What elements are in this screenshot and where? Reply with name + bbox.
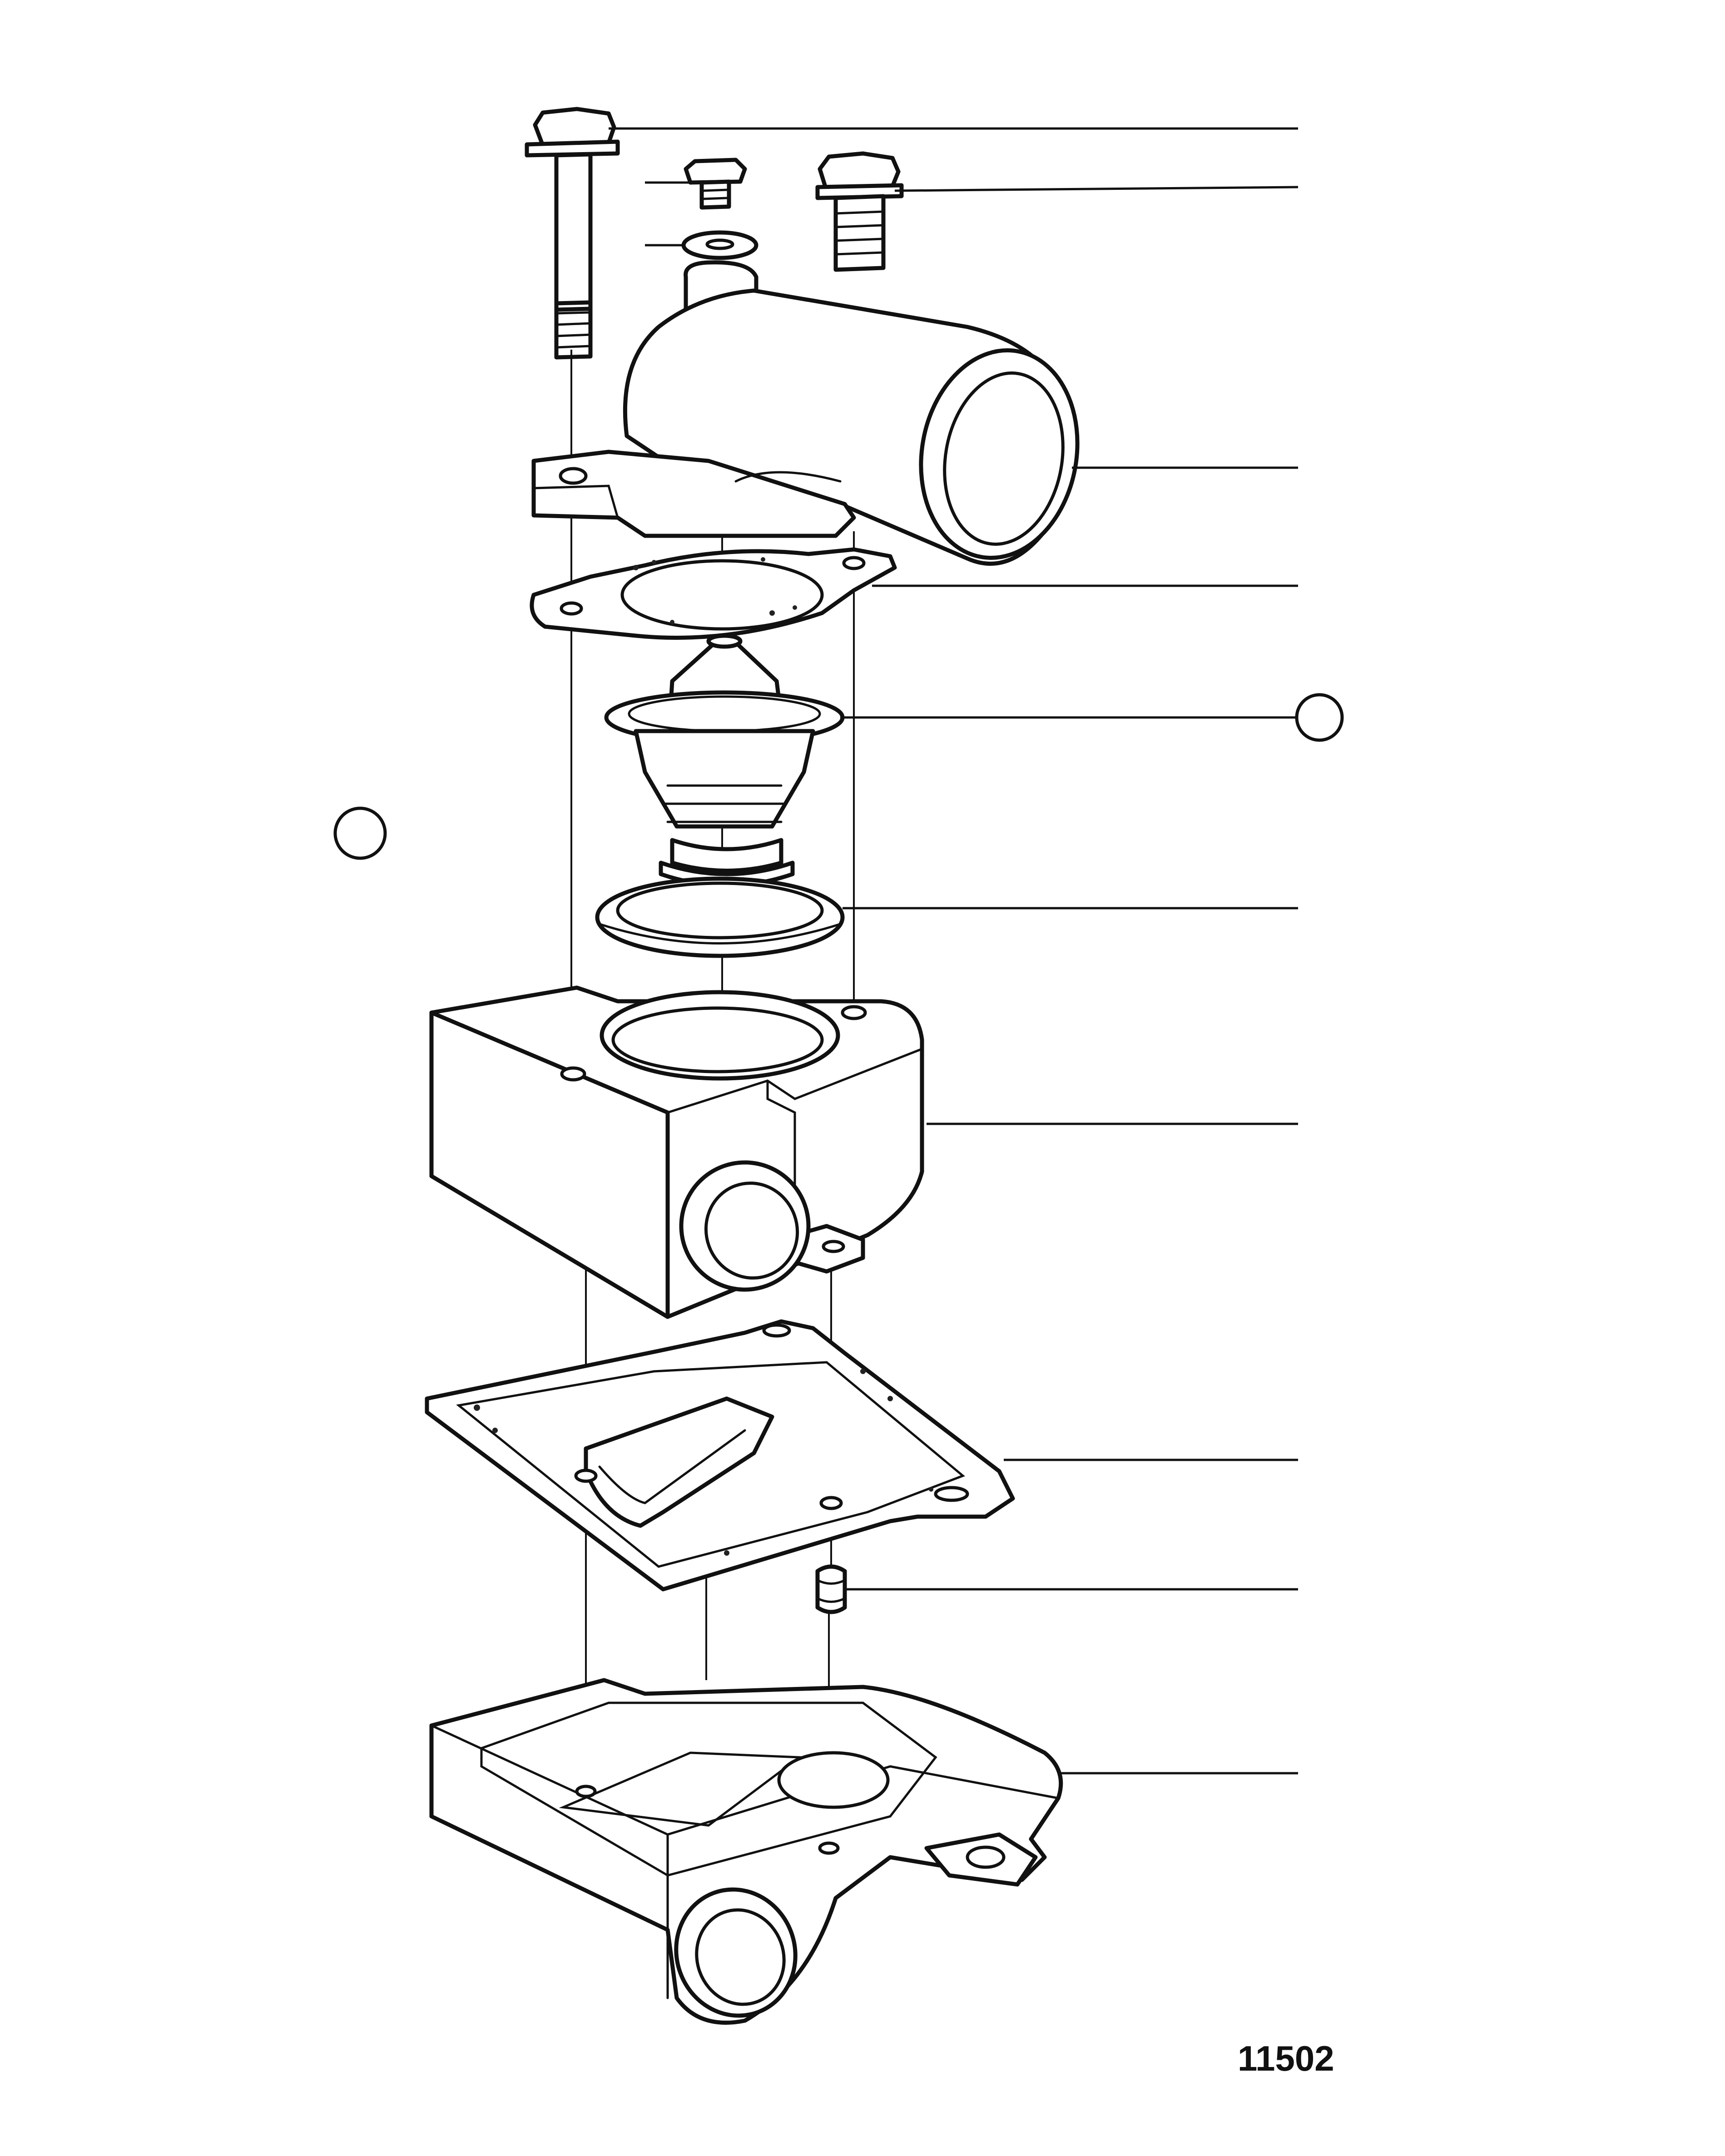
reference-circle-left — [333, 806, 387, 860]
figure-number: 11502 — [1238, 2038, 1334, 2078]
long-flange-bolt — [525, 107, 620, 360]
housing-gasket — [425, 1319, 1015, 1592]
lower-housing — [429, 1678, 1063, 2025]
short-flange-bolt — [815, 151, 904, 272]
sealing-ring — [595, 876, 845, 958]
plug-screw — [684, 158, 747, 210]
thermostat-housing — [429, 985, 924, 1319]
reference-circle-right — [1295, 693, 1344, 742]
dowel-pin — [815, 1564, 847, 1614]
thermostat-cover-elbow — [531, 260, 1080, 566]
leader-lines — [609, 127, 1299, 1775]
cover-gasket — [530, 547, 897, 640]
thermostat — [604, 633, 845, 888]
sealing-washer — [681, 230, 758, 260]
